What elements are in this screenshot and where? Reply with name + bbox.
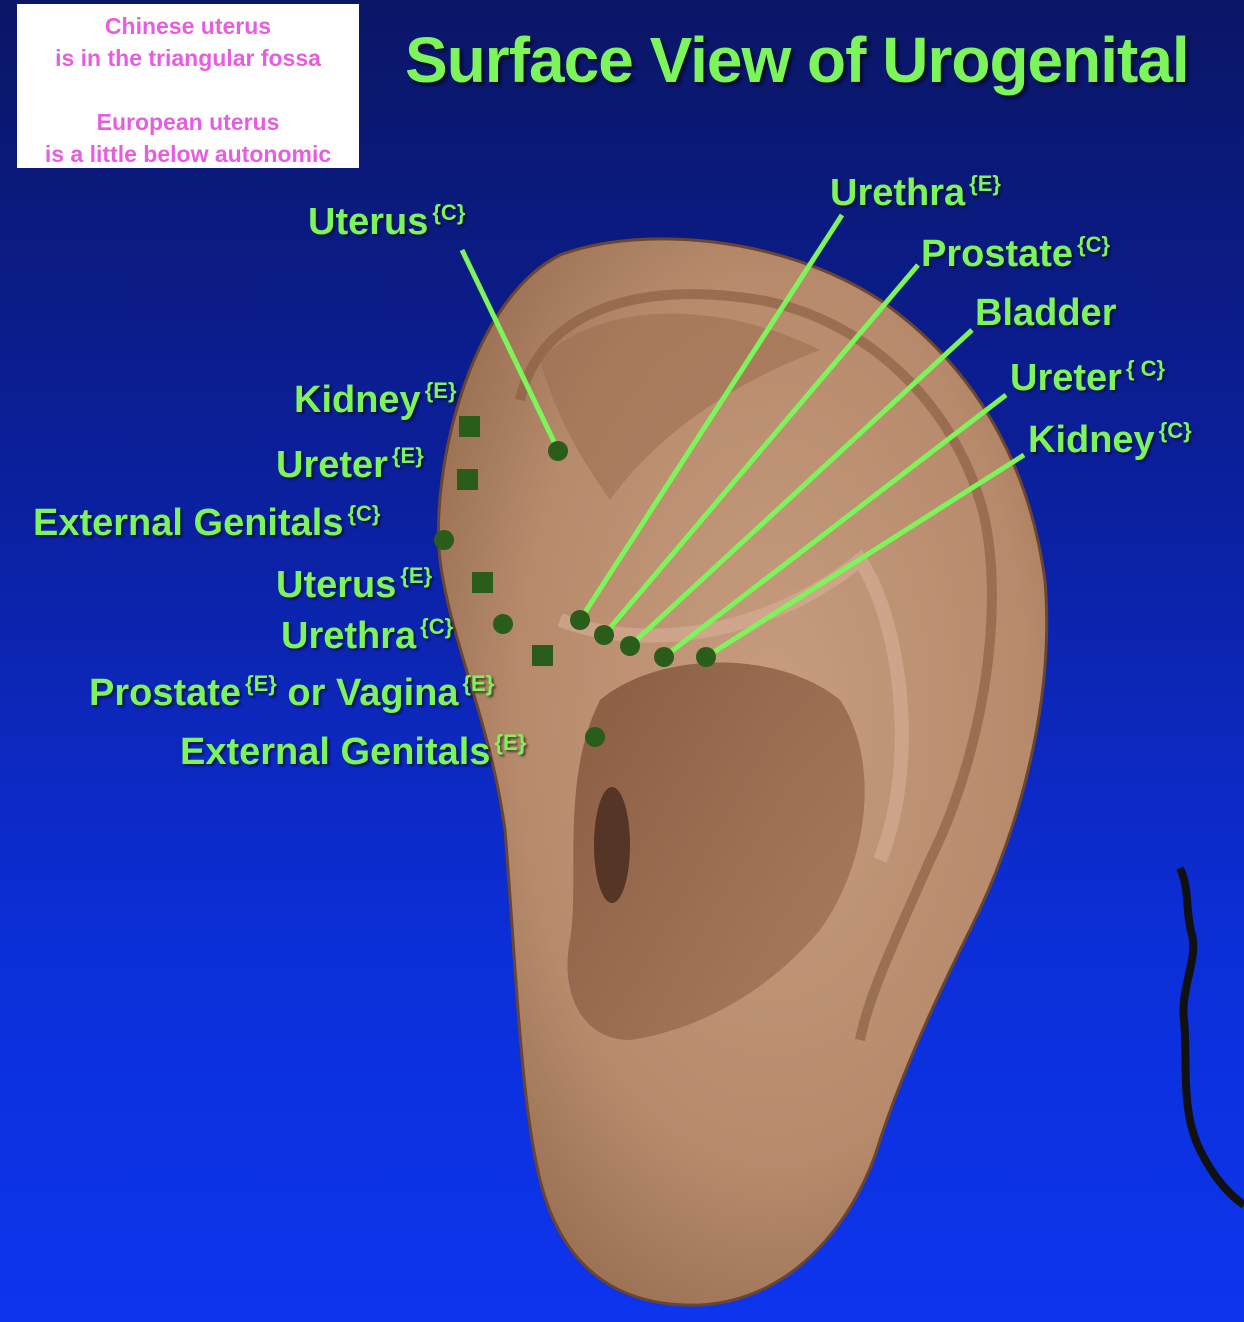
point-external-genitals-c: [434, 530, 454, 550]
point-kidney-e: [459, 416, 480, 437]
ear-canal: [594, 787, 630, 903]
point-kidney-c: [696, 647, 716, 667]
label-urethra-e: Urethra{E}: [830, 173, 1001, 212]
point-prostate-vagina-e: [532, 645, 553, 666]
point-bladder: [620, 636, 640, 656]
label-prostate-c: Prostate{C}: [921, 234, 1110, 273]
note-line-2: is in the triangular fossa: [17, 42, 359, 74]
page-title: Surface View of Urogenital: [405, 28, 1189, 92]
label-prostate-vagina-e: Prostate{E} or Vagina{E}: [89, 673, 494, 712]
label-uterus-c: Uterus{C}: [308, 202, 465, 241]
label-ureter-e: Ureter{E}: [276, 445, 424, 484]
point-ureter-e: [457, 469, 478, 490]
point-external-genitals-e: [585, 727, 605, 747]
cheek-contour: [1180, 868, 1244, 1205]
point-uterus-e: [472, 572, 493, 593]
label-ureter-c: Ureter{ C}: [1010, 358, 1165, 397]
label-urethra-c: Urethra{C}: [281, 616, 453, 655]
note-line-3: European uterus: [17, 106, 359, 138]
point-ureter-c: [654, 647, 674, 667]
point-urethra-c: [493, 614, 513, 634]
label-external-genitals-c: External Genitals{C}: [33, 503, 380, 542]
note-box: Chinese uterus is in the triangular foss…: [17, 4, 359, 168]
point-prostate-c: [594, 625, 614, 645]
label-kidney-e: Kidney{E}: [294, 380, 457, 419]
note-line-1: Chinese uterus: [17, 10, 359, 42]
point-urethra-e: [570, 610, 590, 630]
label-bladder: Bladder: [975, 294, 1116, 332]
label-external-genitals-e: External Genitals{E}: [180, 732, 526, 771]
note-line-4: is a little below autonomic: [17, 138, 359, 170]
point-uterus-c: [548, 441, 568, 461]
label-kidney-c: Kidney{C}: [1028, 420, 1192, 459]
label-uterus-e: Uterus{E}: [276, 565, 432, 604]
